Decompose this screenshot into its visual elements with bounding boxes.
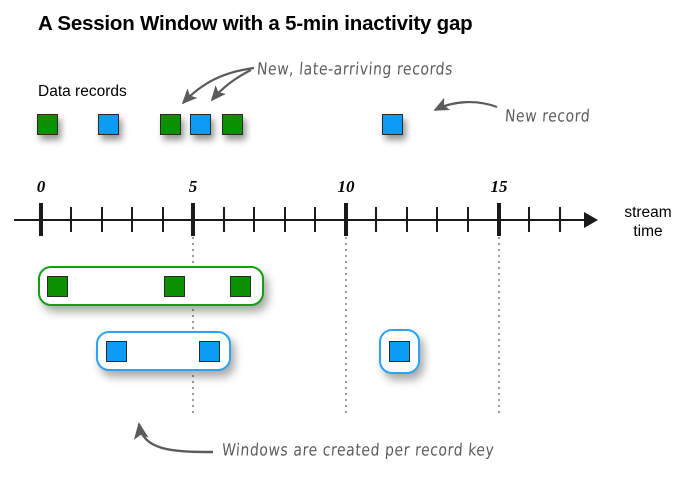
- window-record-blue-2-0: [388, 341, 410, 362]
- data-record-green-4: [221, 114, 243, 135]
- axis-tick-6: [223, 207, 225, 232]
- arrow-to-new-record: [433, 97, 498, 111]
- window-record-green-0-1: [163, 275, 185, 297]
- window-record-green-0-0: [46, 275, 68, 297]
- page-title: A Session Window with a 5-min inactivity…: [38, 12, 473, 35]
- axis-tick-2: [101, 207, 103, 232]
- data-record-blue-5: [381, 114, 403, 135]
- axis-tick-13: [436, 207, 438, 232]
- data-record-blue-3: [189, 114, 211, 135]
- stream-time-line-1: stream: [624, 204, 672, 221]
- axis-tick-7: [253, 207, 255, 232]
- axis-tick-10: [344, 203, 348, 236]
- data-record-green-2: [159, 114, 181, 135]
- axis-tick-11: [375, 207, 377, 232]
- axis-tick-5: [191, 203, 195, 236]
- annotation-late-arriving-records: New, late-arriving records: [256, 59, 454, 79]
- axis-tick-1: [70, 207, 72, 232]
- guide-line-1: [345, 237, 347, 415]
- data-records-label: Data records: [38, 83, 127, 100]
- axis-tick-15: [497, 203, 501, 236]
- guide-line-2: [498, 237, 500, 415]
- stream-time-line-2: time: [633, 223, 663, 240]
- session-window-green-0: [38, 266, 264, 306]
- axis-tick-16: [528, 207, 530, 232]
- window-record-blue-1-0: [105, 340, 127, 362]
- window-record-blue-1-1: [198, 340, 220, 362]
- axis-tick-9: [314, 207, 316, 232]
- arrow-to-late-record-1: [181, 66, 255, 105]
- axis-tick-12: [406, 207, 408, 232]
- data-record-blue-1: [97, 114, 119, 135]
- axis-tick-8: [284, 207, 286, 232]
- axis-tick-0: [39, 203, 43, 236]
- axis-tick-4: [162, 207, 164, 232]
- arrow-to-late-record-2: [210, 69, 252, 102]
- axis-tick-14: [467, 207, 469, 232]
- axis-arrowhead-icon: [584, 212, 598, 228]
- axis-tick-3: [131, 207, 133, 232]
- data-record-green-0: [36, 114, 58, 135]
- axis-tick-label-5: 5: [188, 177, 198, 196]
- window-record-green-0-2: [229, 275, 251, 297]
- arrow-to-session-window: [133, 422, 214, 454]
- annotation-windows-per-key: Windows are created per record key: [221, 440, 496, 460]
- axis-tick-17: [559, 207, 561, 232]
- axis-tick-label-0: 0: [36, 177, 46, 196]
- stream-time-axis-label: stream time: [612, 203, 684, 241]
- stream-time-axis: [14, 219, 592, 221]
- guide-line-0: [192, 237, 194, 415]
- axis-tick-label-10: 10: [337, 177, 355, 196]
- annotation-new-record: New record: [504, 106, 592, 126]
- axis-tick-label-15: 15: [490, 177, 508, 196]
